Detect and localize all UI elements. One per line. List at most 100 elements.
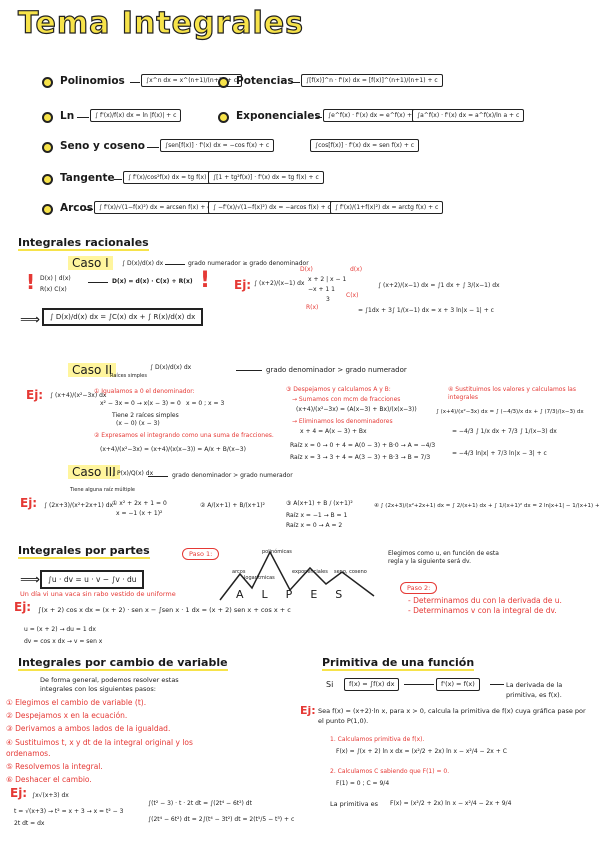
arrow xyxy=(77,117,89,118)
arrow xyxy=(85,209,93,210)
primitiva-si: Si xyxy=(326,680,334,689)
tag-dsx: d(x) xyxy=(350,266,363,273)
caso-1-division: D(x) | d(x) xyxy=(40,275,71,282)
caso-2-step-3-f: Raíz x = 3 → 3 + 4 = A(3 − 3) + B·3 → B … xyxy=(290,454,431,461)
variable-step-3: ③ Derivamos a ambos lados de la igualdad… xyxy=(6,724,171,733)
caso-2-step-2-a: (x+4)/(x²−3x) = (x+4)/(x(x−3)) = A/x + B… xyxy=(100,446,246,453)
primitiva-step-1-title: 1. Calculamos primitiva de f(x). xyxy=(330,736,425,743)
paso-1-badge: Paso 1: xyxy=(182,548,220,560)
caso-3-step-4: ④ ∫ (2x+3)/(x²+2x+1) dx = ∫ 2/(x+1) dx +… xyxy=(374,503,599,509)
exponenciales-formula-2: ∫a^f(x) · f'(x) dx = a^f(x)/ln a + c xyxy=(412,109,525,122)
caso-1-rest: R(x) C(x) xyxy=(40,286,67,293)
polinomios-formula: ∫x^n dx = x^(n+1)/(n+1) + c xyxy=(141,74,243,87)
page-title: Tema Integrales xyxy=(17,5,304,41)
caso-2-step-3-d: x + 4 = A(x − 3) + Bx xyxy=(300,428,367,435)
caso-2-step-1-d: (x − 0) (x − 3) xyxy=(116,420,160,427)
partes-determine-du: - Determinamos du con la derivada de u. xyxy=(408,596,562,605)
caso-3-step-3-b: Raíz x = −1 → B = 1 xyxy=(286,512,348,519)
caso-3-step-2: ② A/(x+1) + B/(x+1)² xyxy=(200,502,265,509)
arrow xyxy=(404,684,434,685)
caso-2-integral: ∫ D(x)/d(x) dx xyxy=(150,364,192,371)
ln-formula: ∫ f'(x)/f(x) dx = ln |f(x)| + c xyxy=(90,109,182,122)
coseno-formula: ∫cos[f(x)] · f'(x) dx = sen f(x) + c xyxy=(310,139,420,152)
caso-1-division-example: x + 2 | x − 1 xyxy=(308,276,347,283)
caso-1-result-2: = ∫1dx + 3∫ 1/(x−1) dx = x + 3 ln|x − 1|… xyxy=(358,307,494,314)
paso-2-badge: Paso 2: xyxy=(400,582,438,594)
caso-2-condition: grado denominador > grado numerador xyxy=(266,366,407,374)
caso-3-roots-note: Tiene alguna raíz múltiple xyxy=(70,487,135,493)
bullet-dot xyxy=(42,142,53,153)
arrow xyxy=(147,147,159,148)
variable-dx-line: 2t dt = dx xyxy=(14,820,45,827)
caso-2-step-4-a: ∫ (x+4)/(x²−3x) dx = ∫ (−4/3)/x dx + ∫ (… xyxy=(436,409,584,415)
ej-label: Ej: xyxy=(234,278,252,292)
partes-determine-v: - Determinamos v con la integral de dv. xyxy=(408,606,557,615)
alpes-word-log: logarítmicas xyxy=(244,575,275,581)
partes-formula: ∫u · dv = u · v − ∫v · du xyxy=(40,570,145,589)
potencias-formula: ∫[f(x)]^n · f'(x) dx = [f(x)]^(n+1)/(n+1… xyxy=(301,74,443,87)
bullet-dot xyxy=(42,112,53,123)
arrow xyxy=(114,179,122,180)
caso-3-step-1-b: x = −1 (x + 1)² xyxy=(116,510,163,517)
caso-1-result-1: ∫ (x+2)/(x−1) dx = ∫1 dx + ∫ 3/(x−1) dx xyxy=(378,282,500,289)
variable-step-6: ⑥ Deshacer el cambio. xyxy=(6,775,92,784)
primitiva-box-1: f(x) = ∫f(x) dx xyxy=(344,678,400,691)
caso-2-label: Caso II xyxy=(68,363,117,377)
variable-step-5: ⑤ Resolvemos la integral. xyxy=(6,762,103,771)
caso-2-step-4-title: ④ Sustituimos los valores y calculamos l… xyxy=(448,386,576,401)
arcsen-formula: ∫ f'(x)/√(1−f(x)²) dx = arcsen f(x) + c xyxy=(94,201,216,214)
caso-3-label: Caso III xyxy=(68,465,120,479)
caso-1-rest-example: 3 xyxy=(326,296,330,303)
ej-label: Ej: xyxy=(26,388,44,402)
primitiva-step-2-title: 2. Calculamos C sabiendo que F(1) = 0. xyxy=(330,768,450,775)
caso-3-step-3-a: ③ A(x+1) + B / (x+1)² xyxy=(286,500,353,507)
exponenciales-label: Exponenciales xyxy=(236,110,321,122)
tangente-label: Tangente xyxy=(60,172,115,184)
partes-dv-line: dv = cos x dx → v = sen x xyxy=(24,638,103,645)
tag-dx: D(x) xyxy=(300,266,313,273)
arctg-formula: ∫ f'(x)/(1+f(x)²) dx = arctg f(x) + c xyxy=(330,201,444,214)
double-arrow-icon: ⟹ xyxy=(20,312,41,328)
ej-label: Ej: xyxy=(20,496,38,510)
racionales-heading: Integrales racionales xyxy=(18,236,149,251)
caso-1-integral: ∫ D(x)/d(x) dx xyxy=(122,260,164,267)
caso-2-step-4-c: = −4/3 ln|x| + 7/3 ln|x − 3| + c xyxy=(452,450,547,457)
caso-2-step-3-e: Raíz x = 0 → 0 + 4 = A(0 − 3) + B·0 → A … xyxy=(290,442,436,449)
caso-2-step-4-b: = −4/3 ∫ 1/x dx + 7/3 ∫ 1/(x−3) dx xyxy=(452,428,557,435)
caso-3-step-3-c: Raíz x = 0 → A = 2 xyxy=(286,522,343,529)
double-arrow-icon: ⟹ xyxy=(20,572,41,588)
seno-formula: ∫sen[f(x)] · f'(x) dx = −cos f(x) + c xyxy=(160,139,275,152)
caso-1-quotient-example: −x + 1 1 xyxy=(308,286,335,293)
arrow xyxy=(165,264,185,265)
exclaim-icon: ! xyxy=(200,268,211,293)
alpes-letters: ALPES xyxy=(236,588,361,601)
primitiva-heading: Primitiva de una función xyxy=(322,656,475,671)
arrow xyxy=(130,82,140,83)
caso-2-step-3-title: ③ Despejamos y calculamos A y B: xyxy=(286,386,391,393)
variable-t-line: t = √(x+3) → t² = x + 3 → x = t² − 3 xyxy=(14,808,124,815)
arrow xyxy=(88,282,108,283)
caso-3-integral: ∫ P(x)/Q(x) dx xyxy=(112,470,154,477)
arrow xyxy=(292,82,300,83)
arrow xyxy=(148,476,168,477)
caso-1-condition: grado numerador ≥ grado denominador xyxy=(188,260,309,267)
arrow xyxy=(316,117,322,118)
caso-3-example: ∫ (2x+3)/(x²+2x+1) dx xyxy=(44,502,114,509)
partes-mnemonic: Un día vi una vaca sin rabo vestido de u… xyxy=(20,590,176,598)
ej-label: Ej: xyxy=(300,704,316,717)
caso-1-example: ∫ (x+2)/(x−1) dx xyxy=(254,280,305,287)
seno-coseno-label: Seno y coseno xyxy=(60,140,146,152)
caso-2-step-1-a: x² − 3x = 0 → x(x − 3) = 0 xyxy=(100,400,181,407)
primitiva-desc: La derivada de la primitiva, es f(x). xyxy=(506,681,563,699)
tag-cx: C(x) xyxy=(346,292,359,299)
primitiva-box-2: f'(x) = f(x) xyxy=(436,678,480,691)
exclaim-icon: ! xyxy=(26,270,36,294)
bullet-dot xyxy=(42,204,53,215)
variable-example: ∫x√(x+3) dx xyxy=(32,792,69,799)
bullet-dot xyxy=(218,112,229,123)
tangente-formula-2: ∫[1 + tg²f(x)] · f'(x) dx = tg f(x) + c xyxy=(208,171,324,184)
caso-2-roots-note: Raíces simples xyxy=(110,373,147,379)
exponenciales-formula-1: ∫e^f(x) · f'(x) dx = e^f(x) + c xyxy=(323,109,423,122)
alpes-word-seno: seno, coseno xyxy=(334,569,367,575)
primitiva-example: Sea f(x) = (x+2)·ln x, para x > 0, calcu… xyxy=(318,707,586,725)
